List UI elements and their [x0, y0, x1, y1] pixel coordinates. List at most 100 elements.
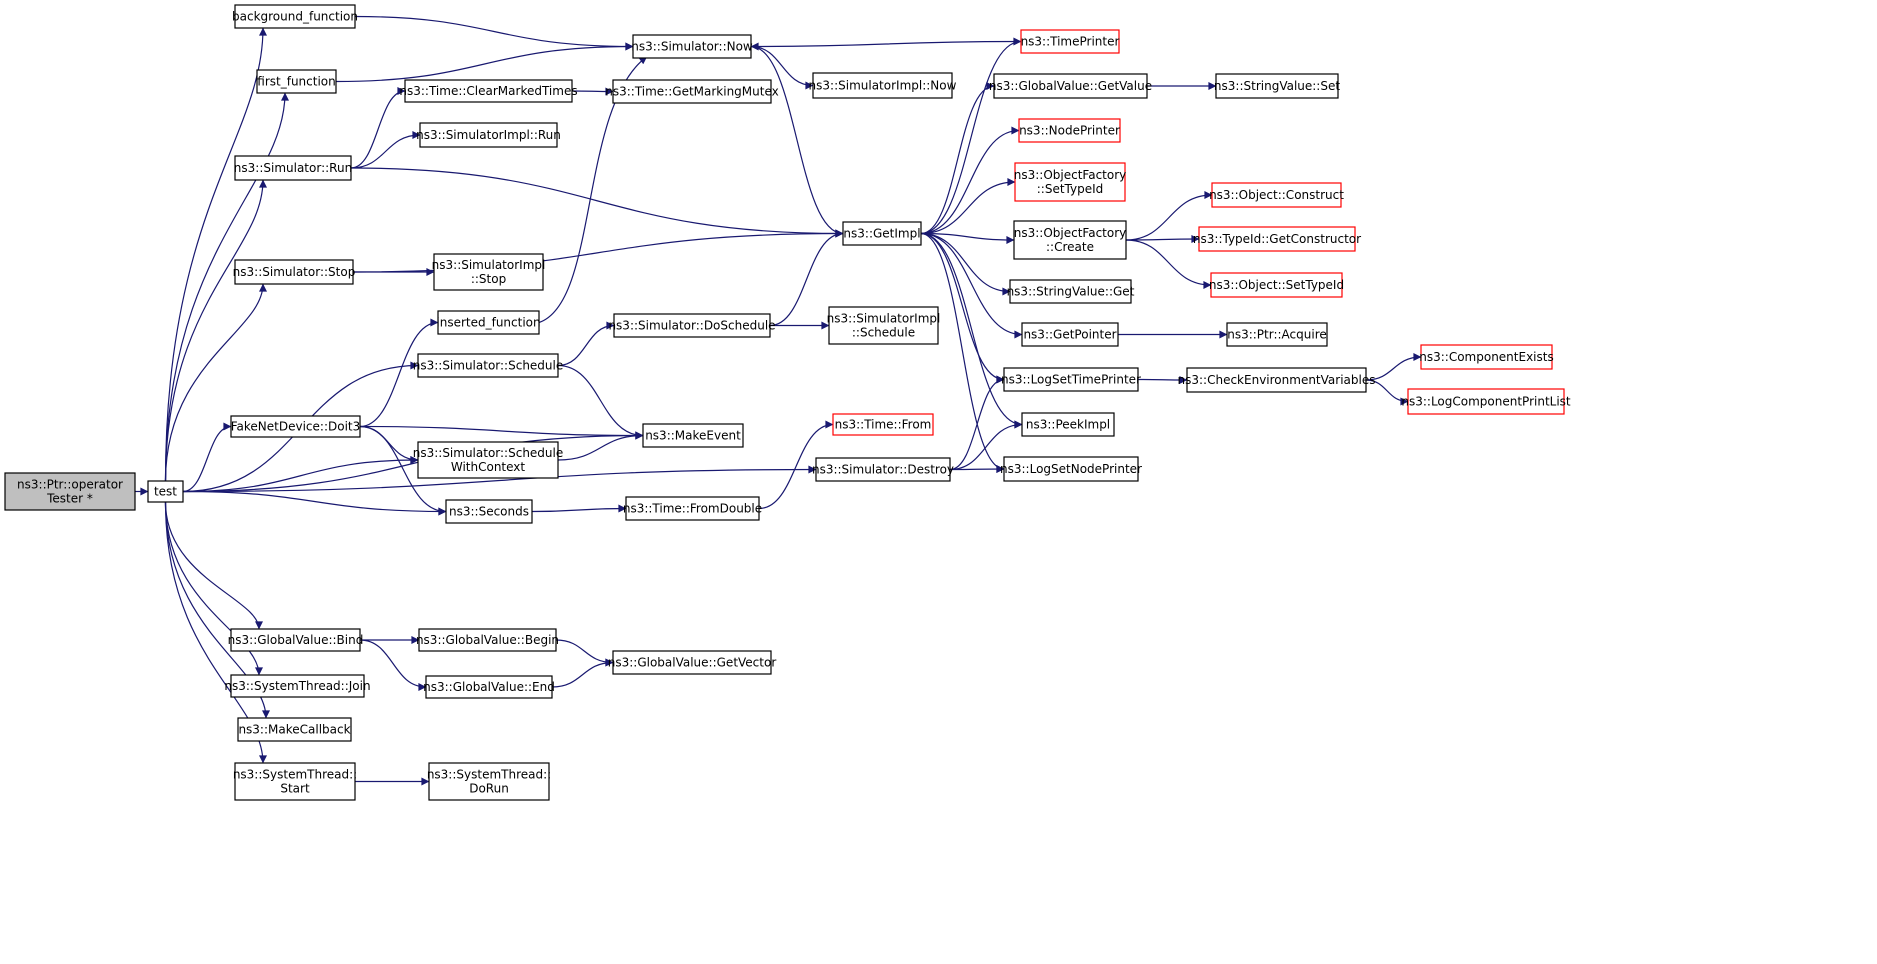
- node-sim-schedule[interactable]: ns3::Simulator::Schedule: [413, 353, 564, 378]
- node-sim-run[interactable]: ns3::Simulator::Run: [234, 155, 352, 181]
- node-time-getmutex[interactable]: ns3::Time::GetMarkingMutex: [605, 79, 779, 104]
- node-st-dorun[interactable]: ns3::SystemThread::DoRun: [427, 762, 551, 801]
- node-node-printer[interactable]: ns3::NodePrinter: [1018, 118, 1121, 143]
- edge: [557, 321, 615, 367]
- edge-test-to-sim-schedule-ctx: [182, 456, 419, 493]
- node-background-function[interactable]: background_function: [232, 4, 358, 29]
- edge-gv-end-to-gv-getvector: [551, 658, 614, 688]
- node-log-setnodeprinter[interactable]: ns3::LogSetNodePrinter: [1000, 456, 1142, 482]
- node-test[interactable]: test: [147, 480, 184, 503]
- node-label: ns3::Seconds: [449, 505, 529, 519]
- node-label: test: [154, 485, 177, 499]
- edge-of-create-to-typeid-getctor: [1125, 235, 1200, 244]
- node-simimpl-run[interactable]: ns3::SimulatorImpl::Run: [416, 122, 561, 148]
- node-label: ns3::TimePrinter: [1021, 35, 1120, 49]
- node-label: ns3::SimulatorImpl::Run: [416, 128, 561, 142]
- edge-test-to-st-join: [164, 501, 263, 676]
- node-typeid-getctor[interactable]: ns3::TypeId::GetConstructor: [1193, 226, 1361, 252]
- node-log-settimeprinter[interactable]: ns3::LogSetTimePrinter: [1001, 367, 1141, 392]
- node-first-function[interactable]: first_function: [256, 69, 337, 94]
- node-of-create[interactable]: ns3::ObjectFactory::Create: [1013, 220, 1127, 260]
- node-obj-settypeid[interactable]: ns3::Object::SetTypeId: [1209, 272, 1344, 298]
- node-of-settypeid[interactable]: ns3::ObjectFactory::SetTypeId: [1014, 162, 1127, 202]
- node-label: ns3::Simulator::Destroy: [812, 463, 954, 477]
- node-label: ns3::SimulatorImpl: [432, 258, 546, 272]
- node-comp-exists[interactable]: ns3::ComponentExists: [1419, 344, 1554, 370]
- node-obj-construct[interactable]: ns3::Object::Construct: [1209, 182, 1344, 208]
- node-gv-end[interactable]: ns3::GlobalValue::End: [423, 675, 555, 699]
- node-simimpl-stop[interactable]: ns3::SimulatorImpl::Stop: [432, 253, 546, 291]
- node-sim-now[interactable]: ns3::Simulator::Now: [631, 34, 753, 59]
- node-log-comp-printlist[interactable]: ns3::LogComponentPrintList: [1401, 388, 1571, 415]
- node-box: [234, 259, 354, 285]
- node-st-join[interactable]: ns3::SystemThread::Join: [224, 674, 371, 698]
- node-box: [1009, 279, 1132, 304]
- edge: [1365, 379, 1409, 406]
- node-label: ns3::GlobalValue::Begin: [416, 633, 559, 647]
- edge: [359, 639, 427, 691]
- edge: [182, 422, 232, 493]
- node-box: [1014, 162, 1126, 202]
- node-label: ns3::GlobalValue::GetVector: [608, 656, 777, 670]
- edge-log-settimeprinter-to-check-env: [1137, 375, 1188, 384]
- node-gv-begin[interactable]: ns3::GlobalValue::Begin: [416, 628, 559, 652]
- edge-fake-doit3-to-seconds: [359, 425, 447, 516]
- node-label: ns3::Time::FromDouble: [623, 502, 762, 516]
- node-time-printer[interactable]: ns3::TimePrinter: [1020, 29, 1120, 54]
- edge-sim-schedule-ctx-to-make-event: [557, 431, 644, 461]
- edge: [182, 490, 447, 516]
- node-gv-getvalue[interactable]: ns3::GlobalValue::GetValue: [989, 73, 1152, 99]
- node-check-env[interactable]: ns3::CheckEnvironmentVariables: [1178, 367, 1376, 393]
- node-box: [1186, 367, 1367, 393]
- node-sim-stop[interactable]: ns3::Simulator::Stop: [233, 259, 356, 285]
- node-ptr-acquire[interactable]: ns3::Ptr::Acquire: [1226, 322, 1328, 347]
- node-sv-get[interactable]: ns3::StringValue::Get: [1007, 279, 1135, 304]
- node-box: [417, 441, 559, 479]
- node-time-from[interactable]: ns3::Time::From: [832, 413, 934, 436]
- node-simimpl-schedule[interactable]: ns3::SimulatorImpl::Schedule: [827, 306, 941, 345]
- node-seconds[interactable]: ns3::Seconds: [445, 499, 533, 524]
- node-make-callback[interactable]: ns3::MakeCallback: [237, 717, 352, 742]
- node-box: [612, 650, 772, 675]
- node-get-pointer[interactable]: ns3::GetPointer: [1021, 322, 1119, 347]
- node-box: [4, 472, 136, 511]
- edge-getimpl-to-time-printer: [920, 37, 1022, 235]
- edge-test-to-fake-doit3: [182, 422, 232, 493]
- node-label: ns3::Object::Construct: [1209, 188, 1344, 202]
- edge-sim-now-to-simimpl-now: [750, 45, 814, 90]
- node-label: WithContext: [451, 460, 526, 474]
- node-box: [237, 717, 352, 742]
- node-label: ns3::Time::ClearMarkedTimes: [399, 84, 577, 98]
- node-time-clear[interactable]: ns3::Time::ClearMarkedTimes: [399, 79, 578, 103]
- node-box: [1407, 388, 1565, 415]
- node-peek-impl[interactable]: ns3::PeekImpl: [1021, 412, 1115, 437]
- node-inserted-function[interactable]: inserted_function: [436, 310, 541, 335]
- node-gv-bind[interactable]: ns3::GlobalValue::Bind: [228, 628, 364, 652]
- node-box: [1020, 29, 1120, 54]
- edge-sim-now-to-getimpl: [750, 45, 844, 238]
- node-getimpl[interactable]: ns3::GetImpl: [842, 221, 922, 246]
- node-box: [1420, 344, 1553, 370]
- node-sim-doschedule[interactable]: ns3::Simulator::DoSchedule: [608, 313, 776, 338]
- node-sim-destroy[interactable]: ns3::Simulator::Destroy: [812, 457, 954, 482]
- node-box: [1021, 322, 1119, 347]
- edge: [1365, 353, 1422, 381]
- node-simimpl-now[interactable]: ns3::SimulatorImpl::Now: [809, 72, 957, 99]
- edge: [920, 82, 995, 235]
- node-box: [828, 306, 939, 345]
- node-box: [425, 675, 553, 699]
- node-box: [625, 496, 760, 521]
- node-st-start[interactable]: ns3::SystemThread::Start: [233, 762, 357, 801]
- node-fake-doit3[interactable]: FakeNetDevice::Doit3: [230, 415, 361, 438]
- node-gv-getvector[interactable]: ns3::GlobalValue::GetVector: [608, 650, 777, 675]
- node-label: DoRun: [469, 782, 509, 796]
- node-time-fromdouble[interactable]: ns3::Time::FromDouble: [623, 496, 762, 521]
- node-box: [417, 353, 559, 378]
- edge-sim-schedule-to-make-event: [557, 364, 644, 440]
- node-make-event[interactable]: ns3::MakeEvent: [642, 423, 744, 448]
- node-sv-set[interactable]: ns3::StringValue::Set: [1214, 73, 1340, 99]
- node-label: ns3::PeekImpl: [1026, 418, 1110, 432]
